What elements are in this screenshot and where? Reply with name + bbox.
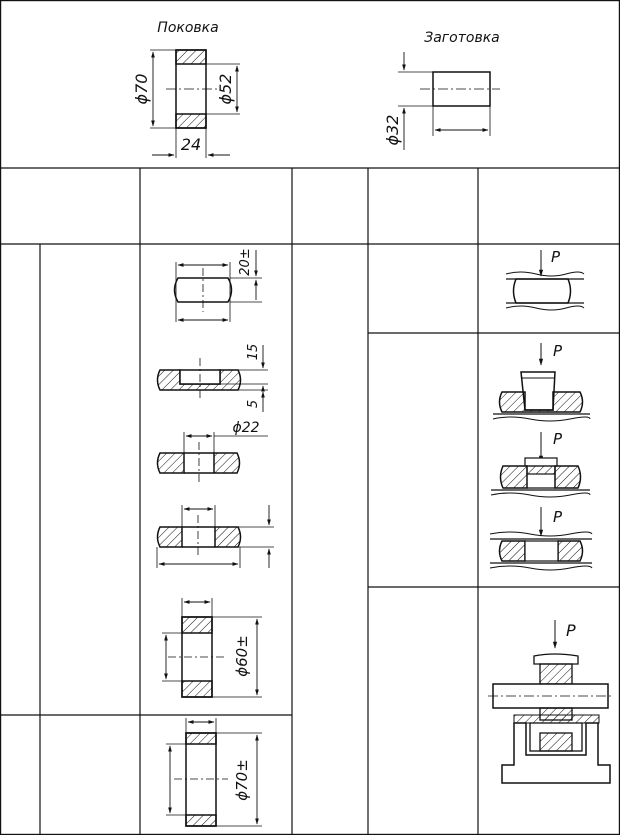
force-label-3: P bbox=[553, 430, 563, 448]
force-label-1: P bbox=[551, 248, 561, 266]
tool-upsetting: P bbox=[505, 248, 585, 311]
sketch-ring-70: ϕ70± bbox=[166, 718, 262, 827]
tool-mandrel: P bbox=[488, 620, 612, 784]
dim-upset-height: 20± bbox=[238, 248, 253, 275]
dim-inner-diameter: ϕ52 bbox=[216, 74, 235, 105]
sketch-upset: 20± bbox=[173, 248, 262, 322]
dim-ring-inner-diameter: ϕ60± bbox=[233, 635, 251, 677]
sketch-expand bbox=[156, 505, 274, 568]
blank-title: Заготовка bbox=[424, 30, 499, 46]
dim-bottom-thickness: 5 bbox=[246, 400, 261, 408]
dim-final-outer-diameter: ϕ70± bbox=[233, 759, 251, 801]
blank-drawing: Заготовка ϕ32 bbox=[383, 30, 500, 150]
dim-height: 24 bbox=[181, 135, 201, 154]
tool-expanding: P bbox=[489, 507, 593, 571]
sketch-pierce: ϕ22 bbox=[156, 420, 268, 482]
forging-drawing: Поковка ϕ70 ϕ52 24 bbox=[132, 20, 240, 158]
dim-punch-depth: 15 bbox=[246, 344, 261, 361]
dim-punch-diameter: ϕ22 bbox=[232, 420, 259, 436]
forging-title: Поковка bbox=[157, 20, 218, 36]
tool-piercing: P bbox=[490, 430, 591, 498]
force-label-4: P bbox=[553, 508, 563, 526]
tool-punching: P bbox=[492, 342, 591, 422]
sketch-ring-60: ϕ60± bbox=[162, 598, 262, 698]
dim-blank-diameter: ϕ32 bbox=[383, 115, 402, 146]
dim-outer-diameter: ϕ70 bbox=[132, 74, 151, 105]
sketch-punch: 15 5 bbox=[156, 344, 268, 412]
force-label-2: P bbox=[553, 342, 563, 360]
force-label-5: P bbox=[566, 621, 576, 640]
